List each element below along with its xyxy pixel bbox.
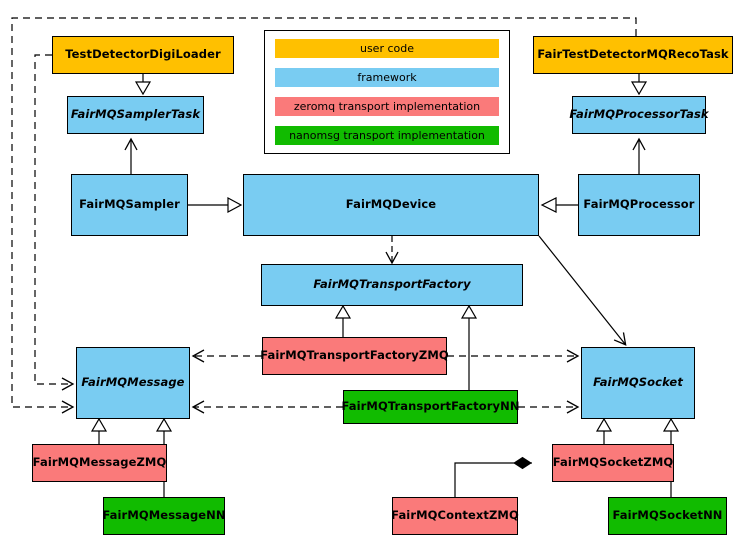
edge-device-uses-socket <box>538 235 627 346</box>
edge-transportfactoryzmq-inherits-transportfactory <box>334 304 352 337</box>
class-label: FairMQProcessor <box>583 197 695 212</box>
class-box-fairmqsampler[interactable]: FairMQSampler <box>71 174 188 236</box>
class-label: FairTestDetectorMQRecoTask <box>537 47 729 62</box>
class-label: FairMQSocketNN <box>612 508 723 523</box>
class-box-fairmqmessagenn[interactable]: FairMQMessageNN <box>102 497 226 535</box>
class-label: FairMQMessageNN <box>102 508 226 523</box>
class-label: FairMQSamplerTask <box>70 107 201 122</box>
class-label: FairMQSampler <box>79 197 180 212</box>
class-box-fairmqdevice[interactable]: FairMQDevice <box>243 174 539 236</box>
legend-label: framework <box>357 71 417 84</box>
class-box-fairmqsocketzmq[interactable]: FairMQSocketZMQ <box>552 444 674 482</box>
class-label: FairMQTransportFactoryZMQ <box>260 348 449 363</box>
color-legend: user code framework zeromq transport imp… <box>264 30 510 154</box>
edge-processor-inherits-device <box>540 197 578 213</box>
class-label: FairMQMessage <box>81 375 185 390</box>
class-label: FairMQMessageZMQ <box>32 455 167 470</box>
edge-samplertask-inherits-digiloader <box>134 74 152 96</box>
legend-item-nanomsg: nanomsg transport implementation <box>275 126 499 145</box>
class-box-fairmqprocessortask[interactable]: FairMQProcessorTask <box>569 96 709 134</box>
class-box-fairmqsocketnn[interactable]: FairMQSocketNN <box>608 497 727 535</box>
class-label: FairMQProcessorTask <box>569 107 709 122</box>
class-box-fairmqtransportfactory[interactable]: FairMQTransportFactory <box>261 264 523 306</box>
class-label: FairMQSocket <box>593 375 683 390</box>
edge-transportfactorynn-inherits-transportfactory <box>460 304 478 390</box>
legend-item-zeromq: zeromq transport implementation <box>275 97 499 116</box>
class-box-fairmqcontextzmq[interactable]: FairMQContextZMQ <box>391 497 519 535</box>
class-label: FairMQContextZMQ <box>391 508 519 523</box>
edge-processortask-inherits-recotask <box>630 74 648 96</box>
edge-messagezmq-inherits-message <box>90 417 108 444</box>
class-box-fairmqmessage[interactable]: FairMQMessage <box>76 347 190 419</box>
class-box-testdetectordigiloader[interactable]: TestDetectorDigiLoader <box>52 36 234 74</box>
class-box-fairmqprocessor[interactable]: FairMQProcessor <box>578 174 700 236</box>
class-box-fairtestdetectormqrecotask[interactable]: FairTestDetectorMQRecoTask <box>533 36 733 74</box>
class-label: FairMQSocketZMQ <box>552 455 674 470</box>
edge-socketzmq-composes-contextzmq <box>454 456 532 497</box>
class-label: FairMQDevice <box>345 197 437 212</box>
legend-item-user-code: user code <box>275 39 499 58</box>
legend-label: nanomsg transport implementation <box>289 129 485 142</box>
class-label: FairMQTransportFactory <box>313 277 471 292</box>
legend-label: user code <box>359 42 415 55</box>
legend-label: zeromq transport implementation <box>293 100 481 113</box>
class-box-fairmqtransportfactorynn[interactable]: FairMQTransportFactoryNN <box>341 390 520 424</box>
edge-sampler-inherits-device <box>188 196 243 214</box>
edge-socketzmq-inherits-socket <box>595 417 613 444</box>
class-label: TestDetectorDigiLoader <box>65 47 221 62</box>
class-box-fairmqtransportfactoryzmq[interactable]: FairMQTransportFactoryZMQ <box>260 337 449 375</box>
class-box-fairmqmessagezmq[interactable]: FairMQMessageZMQ <box>32 444 167 482</box>
class-label: FairMQTransportFactoryNN <box>341 399 520 414</box>
class-box-fairmqsocket[interactable]: FairMQSocket <box>581 347 695 419</box>
legend-item-framework: framework <box>275 68 499 87</box>
class-box-fairmqsamplertask[interactable]: FairMQSamplerTask <box>67 96 204 134</box>
